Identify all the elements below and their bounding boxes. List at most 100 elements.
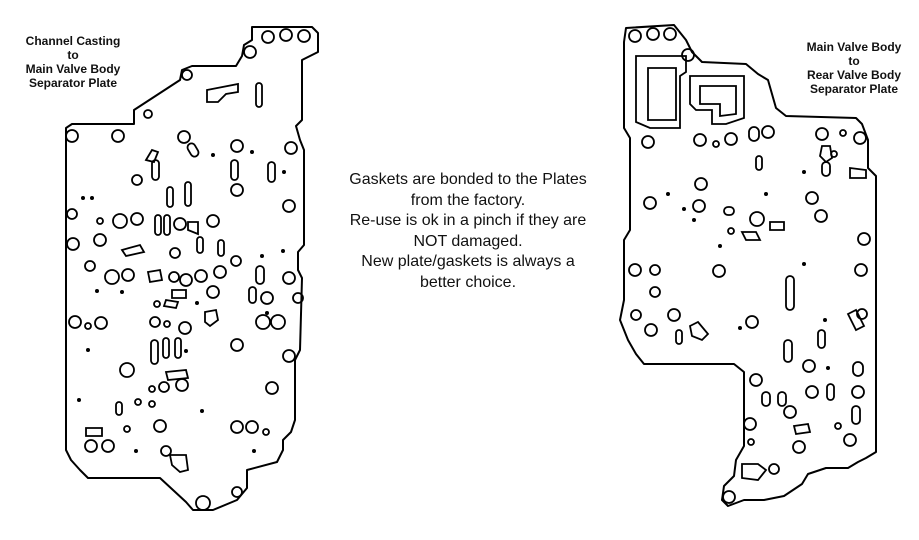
hole — [175, 378, 189, 392]
slot — [819, 145, 833, 164]
hole — [628, 263, 642, 277]
hole — [112, 213, 128, 229]
pin-hole — [826, 366, 830, 370]
right-label-line: Main Valve Body — [806, 40, 902, 54]
slot — [162, 298, 180, 310]
hole — [153, 300, 161, 308]
hole — [230, 183, 244, 197]
slot — [184, 181, 192, 207]
slot — [785, 275, 795, 311]
slot — [255, 265, 265, 285]
hole — [749, 211, 765, 227]
pin-hole — [802, 170, 806, 174]
hole — [712, 140, 720, 148]
hole — [851, 385, 865, 399]
hole — [255, 314, 271, 330]
hole — [230, 255, 242, 267]
hole — [630, 309, 642, 321]
hole — [839, 129, 847, 137]
pin-hole — [265, 311, 269, 315]
hole — [93, 233, 107, 247]
slot — [761, 391, 771, 407]
slot — [85, 427, 103, 437]
pin-hole — [86, 348, 90, 352]
left-label-line: Main Valve Body — [25, 62, 121, 76]
hole — [761, 125, 775, 139]
hole — [153, 419, 167, 433]
hole — [854, 263, 868, 277]
hole — [693, 133, 707, 147]
slot — [723, 206, 735, 216]
hole — [857, 232, 871, 246]
hole — [856, 308, 868, 320]
slot — [852, 361, 864, 377]
note-line: New plate/gaskets is always a — [361, 253, 575, 270]
slot — [196, 236, 204, 254]
hole — [814, 209, 828, 223]
slot — [741, 463, 768, 481]
hole — [641, 135, 655, 149]
slot — [826, 383, 835, 401]
slot — [115, 401, 123, 416]
slot — [206, 82, 239, 103]
hole — [213, 265, 227, 279]
hole — [84, 322, 92, 330]
hole — [206, 214, 220, 228]
large-cavity-inner — [699, 85, 737, 118]
hole — [101, 439, 115, 453]
slot — [777, 391, 787, 407]
slot — [255, 82, 263, 108]
slot — [174, 337, 182, 359]
hole — [143, 109, 153, 119]
pin-hole — [211, 153, 215, 157]
hole — [694, 177, 708, 191]
hole — [131, 174, 143, 186]
slot — [144, 148, 160, 164]
pin-hole — [195, 301, 199, 305]
slot — [186, 142, 200, 158]
hole — [279, 28, 293, 42]
hole — [149, 316, 161, 328]
hole — [160, 445, 172, 457]
hole — [68, 315, 82, 329]
hole — [724, 132, 738, 146]
slot — [846, 308, 866, 332]
slot — [783, 339, 793, 363]
pin-hole — [120, 290, 124, 294]
hole — [96, 217, 104, 225]
slot — [150, 339, 159, 365]
hole — [84, 439, 98, 453]
pin-hole — [77, 398, 81, 402]
hole — [783, 405, 797, 419]
hole — [297, 29, 311, 43]
pin-hole — [134, 449, 138, 453]
hole — [667, 308, 681, 322]
hole — [712, 264, 726, 278]
hole — [805, 385, 819, 399]
hole — [158, 381, 170, 393]
pin-hole — [718, 244, 722, 248]
hole — [292, 292, 304, 304]
hole — [194, 269, 208, 283]
left-plate-holes — [65, 28, 311, 511]
hole — [792, 440, 806, 454]
slot — [675, 329, 683, 345]
hole — [148, 385, 156, 393]
hole — [261, 30, 275, 44]
large-cavity — [689, 75, 745, 125]
slot — [267, 161, 276, 183]
hole — [644, 323, 658, 337]
left-label-line: to — [67, 48, 79, 62]
hole — [747, 438, 755, 446]
hole — [66, 237, 80, 251]
hole — [722, 490, 736, 504]
slot — [740, 231, 762, 241]
hole — [104, 269, 120, 285]
hole — [692, 199, 706, 213]
left-label-line: Separator Plate — [28, 76, 118, 90]
slot — [187, 221, 199, 236]
slot — [688, 320, 710, 342]
note-line: from the factory. — [410, 191, 526, 209]
hole — [130, 212, 144, 226]
